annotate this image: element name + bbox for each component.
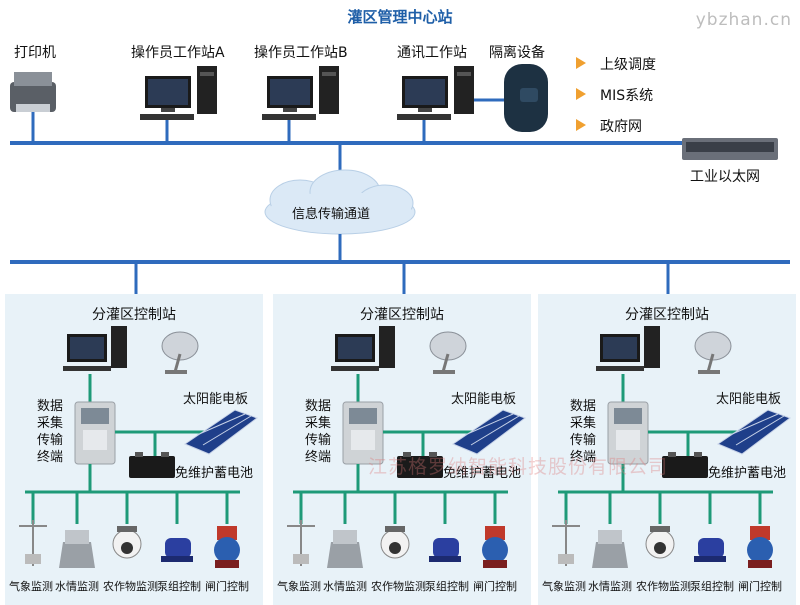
dtu-label-line: 采集 (305, 416, 332, 431)
comm-workstation-icon (397, 66, 474, 120)
ethernet-switch-icon (682, 138, 778, 160)
sub-station-graphics (19, 326, 259, 568)
operator-a-label: 操作员工作站A (131, 45, 225, 61)
gate-valve-icon (482, 526, 508, 568)
water-monitor-icon (592, 530, 628, 568)
monitor-label-weather: 气象监测 (9, 580, 53, 593)
workstation-b-icon (262, 66, 339, 120)
station-pc-icon (331, 326, 395, 371)
monitor-label-gate: 闸门控制 (738, 580, 782, 593)
solar-panel-icon (451, 409, 527, 455)
external-link-3: 政府网 (600, 119, 642, 135)
comm-label: 通讯工作站 (397, 45, 467, 61)
arrow-icon-3 (576, 119, 586, 131)
crop-camera-icon (112, 526, 142, 559)
company-watermark: 江苏格罗纳智能科技股份有限公司 (368, 456, 669, 478)
solar-panel-icon (716, 409, 792, 455)
site-watermark: ybzhan.cn (695, 10, 792, 30)
sub-station-panel: 分灌区控制站 (273, 294, 531, 605)
station-pc-icon (596, 326, 660, 371)
satellite-dish-icon (694, 331, 732, 374)
pump-icon (429, 538, 461, 562)
dtu-label-line: 传输 (305, 433, 332, 448)
battery-label: 免维护蓄电池 (708, 466, 787, 481)
sub-station-graphics (287, 326, 527, 568)
gate-valve-icon (747, 526, 773, 568)
battery-icon (662, 452, 708, 478)
monitor-label-pump: 泵组控制 (690, 580, 734, 593)
weather-station-icon (552, 520, 580, 566)
external-link-1: 上级调度 (600, 57, 656, 73)
dtu-label-line: 传输 (570, 433, 597, 448)
dtu-label: 数据 采集 传输 终端 (305, 398, 331, 466)
monitor-label-gate: 闸门控制 (473, 580, 517, 593)
dtu-label-line: 终端 (37, 450, 64, 465)
crop-camera-icon (380, 526, 410, 559)
crop-camera-icon (645, 526, 675, 559)
solar-label: 太阳能电板 (716, 392, 782, 407)
dtu-label-line: 传输 (37, 433, 64, 448)
cloud-label: 信息传输通道 (292, 207, 371, 222)
arrow-icon-1 (576, 57, 586, 69)
arrow-icon-2 (576, 88, 586, 100)
dtu-label-line: 数据 (570, 399, 597, 414)
battery-icon (129, 452, 175, 478)
satellite-dish-icon (429, 331, 467, 374)
data-terminal-icon (74, 401, 116, 465)
battery-label: 免维护蓄电池 (443, 466, 522, 481)
dtu-label-line: 终端 (570, 450, 597, 465)
dtu-label-line: 数据 (37, 399, 64, 414)
monitor-label-weather: 气象监测 (542, 580, 586, 593)
workstation-a-icon (140, 66, 217, 120)
monitor-label-crop: 农作物监测 (636, 580, 691, 593)
solar-label: 太阳能电板 (183, 392, 249, 407)
monitor-label-pump: 泵组控制 (425, 580, 469, 593)
sub-station-graphics (552, 326, 792, 568)
monitor-label-gate: 闸门控制 (205, 580, 249, 593)
sub-station-title: 分灌区控制站 (625, 307, 709, 323)
sub-station-title: 分灌区控制站 (360, 307, 444, 323)
water-monitor-icon (59, 530, 95, 568)
monitor-label-water: 水情监测 (323, 580, 367, 593)
printer-label: 打印机 (14, 45, 56, 61)
dtu-label: 数据 采集 传输 终端 (37, 398, 63, 466)
monitor-label-crop: 农作物监测 (103, 580, 158, 593)
sub-station-panel: 分灌区控制站 (5, 294, 263, 605)
dtu-label-line: 采集 (570, 416, 597, 431)
station-pc-icon (63, 326, 127, 371)
monitor-label-water: 水情监测 (55, 580, 99, 593)
page-title: 灌区管理中心站 (347, 8, 453, 26)
monitor-label-weather: 气象监测 (277, 580, 321, 593)
satellite-dish-icon (161, 331, 199, 374)
operator-b-label: 操作员工作站B (254, 45, 348, 61)
isolation-device-icon (474, 64, 548, 132)
dtu-label-line: 终端 (305, 450, 332, 465)
water-monitor-icon (327, 530, 363, 568)
pump-icon (161, 538, 193, 562)
ethernet-label: 工业以太网 (690, 169, 760, 185)
data-terminal-icon (607, 401, 649, 465)
external-link-2: MIS系统 (600, 88, 654, 104)
monitor-label-pump: 泵组控制 (157, 580, 201, 593)
dtu-label: 数据 采集 传输 终端 (570, 398, 596, 466)
cloud-icon (264, 169, 416, 235)
sub-station-title: 分灌区控制站 (92, 307, 176, 323)
battery-icon (397, 452, 443, 478)
weather-station-icon (19, 520, 47, 566)
sub-station-panel: 分灌区控制站 (538, 294, 796, 605)
weather-station-icon (287, 520, 315, 566)
dtu-label-line: 采集 (37, 416, 64, 431)
isolation-label: 隔离设备 (489, 45, 545, 61)
printer-icon (10, 72, 56, 112)
gate-valve-icon (214, 526, 240, 568)
pump-icon (694, 538, 726, 562)
solar-panel-icon (183, 409, 259, 455)
battery-label: 免维护蓄电池 (175, 466, 254, 481)
solar-label: 太阳能电板 (451, 392, 517, 407)
dtu-label-line: 数据 (305, 399, 332, 414)
monitor-label-water: 水情监测 (588, 580, 632, 593)
monitor-label-crop: 农作物监测 (371, 580, 426, 593)
